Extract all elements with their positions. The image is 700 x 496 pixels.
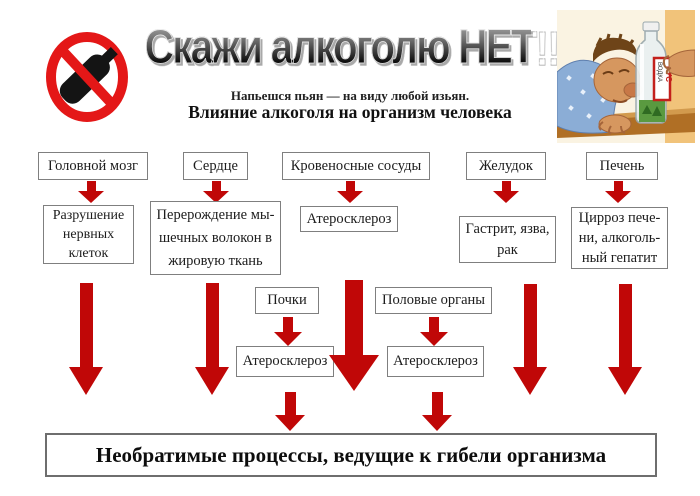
effect-line: шечных волокон в: [159, 229, 272, 246]
organ-label: Желудок: [479, 157, 533, 174]
organ-label: Кровеносные сосуды: [290, 157, 422, 174]
effect-vessels-box: Атеросклероз: [300, 206, 398, 232]
down-arrow-icon: [275, 392, 305, 431]
down-arrow-icon: [422, 392, 452, 431]
organ-label: Половые органы: [381, 292, 486, 308]
down-arrow-icon: [493, 181, 519, 203]
effect-line: Атеросклероз: [242, 353, 328, 369]
effect-stomach-box: Гастрит, язва, рак: [459, 216, 556, 263]
organ-label: Головной мозг: [48, 157, 138, 174]
organ-vessels-box: Кровеносные сосуды: [282, 152, 430, 180]
effect-line: жировую ткань: [168, 252, 263, 269]
down-arrow-icon: [78, 181, 104, 203]
vodka-label-red-text: РУС: [664, 66, 673, 82]
organ-brain-box: Головной мозг: [38, 152, 148, 180]
organ-liver-box: Печень: [586, 152, 658, 180]
long-down-arrow-icon: [195, 283, 229, 395]
conclusion-banner: Необратимые процессы, ведущие к гибели о…: [45, 433, 657, 477]
effect-line: ни, алкоголь-: [578, 230, 661, 246]
organ-heart-box: Сердце: [183, 152, 248, 180]
effect-line: Перерождение мы-: [156, 206, 275, 223]
long-down-arrow-icon: [608, 284, 642, 395]
effect-liver-box: Цирроз пече- ни, алкоголь- ный гепатит: [571, 207, 668, 269]
effect-kidneys-box: Атеросклероз: [236, 346, 334, 377]
down-arrow-icon: [203, 181, 229, 203]
effect-line: Цирроз пече-: [578, 210, 661, 226]
vodka-label-text: ВОДКА: [656, 62, 662, 82]
organ-label: Почки: [267, 292, 307, 308]
no-alcohol-icon: [46, 32, 128, 122]
effect-line: рак: [497, 241, 518, 258]
effect-brain-box: Разрушение нервных клеток: [43, 205, 134, 264]
effect-line: нервных: [62, 227, 115, 242]
organ-kidneys-box: Почки: [255, 287, 319, 314]
effect-line: ный гепатит: [581, 250, 658, 266]
organ-genitals-box: Половые органы: [375, 287, 492, 314]
organ-label: Сердце: [193, 157, 238, 174]
effect-line: Гастрит, язва,: [465, 220, 550, 237]
effect-line: Атеросклероз: [393, 353, 478, 369]
down-arrow-icon: [420, 317, 448, 346]
down-arrow-icon: [274, 317, 302, 346]
long-down-arrow-icon: [513, 284, 547, 395]
effect-line: Разрушение: [52, 208, 125, 223]
poster-title: Скажи алкоголю НЕТ!!!: [144, 20, 570, 75]
organ-label: Печень: [599, 157, 645, 174]
effect-heart-box: Перерождение мы- шечных волокон в жирову…: [150, 201, 281, 275]
poster-proverb: Напьешся пьян — на виду любой изьян.: [230, 88, 470, 103]
effect-genitals-box: Атеросклероз: [387, 346, 484, 377]
effect-line: Атеросклероз: [306, 210, 392, 227]
conclusion-text: Необратимые процессы, ведущие к гибели о…: [95, 442, 607, 467]
long-down-arrow-icon: [69, 283, 103, 395]
organ-stomach-box: Желудок: [466, 152, 546, 180]
drunk-man-illustration: ВОДКА РУС: [557, 10, 695, 143]
effect-line: клеток: [68, 246, 109, 261]
down-arrow-icon: [605, 181, 631, 203]
poster-subtitle: Влияние алкоголя на организм человека: [188, 102, 512, 122]
long-down-arrow-icon: [329, 280, 379, 391]
down-arrow-icon: [337, 181, 363, 203]
